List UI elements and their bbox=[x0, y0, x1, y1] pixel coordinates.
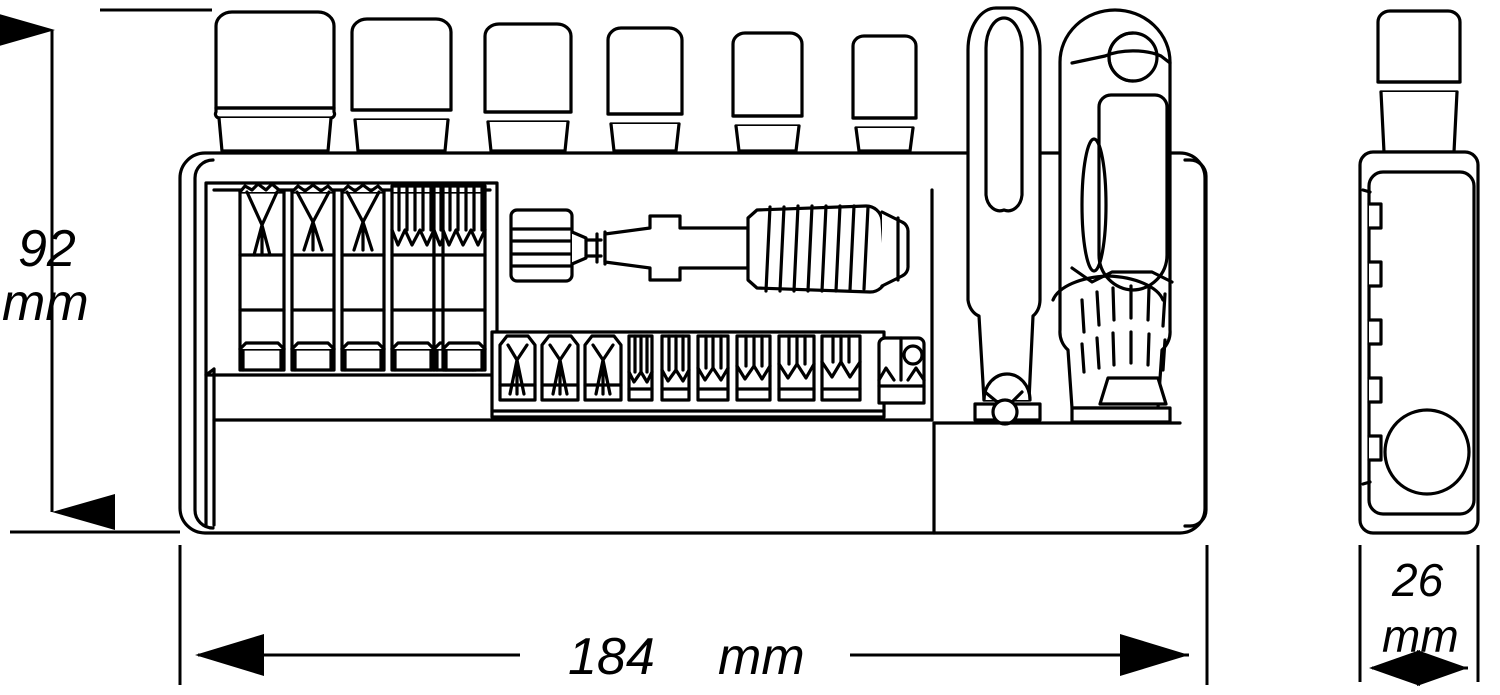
long-bit-6-torx bbox=[441, 184, 487, 372]
short-bit-1-phillips bbox=[498, 334, 537, 402]
dimension-lines bbox=[0, 8, 1480, 686]
depth-dimension-value: 26 bbox=[1391, 554, 1444, 606]
width-dimension-value: 184 bbox=[568, 628, 655, 686]
socket-3 bbox=[483, 22, 573, 153]
socket-6 bbox=[851, 34, 918, 153]
socket-5 bbox=[731, 31, 804, 153]
screwdriver-handle-ratchet bbox=[1051, 8, 1174, 424]
short-bit-9-torx bbox=[820, 334, 862, 402]
socket-4 bbox=[606, 26, 684, 153]
bit-adapter bbox=[877, 336, 926, 405]
short-bit-6-torx bbox=[696, 334, 730, 402]
short-bit-7-torx bbox=[735, 334, 772, 402]
screwdriver-handle-slim bbox=[966, 6, 1042, 426]
socket-1 bbox=[213, 10, 337, 153]
bit-holder-extension bbox=[509, 204, 910, 294]
short-bit-4-torx bbox=[627, 334, 654, 402]
short-bit-8-torx bbox=[777, 334, 816, 402]
long-bit-2-pozidriv bbox=[290, 183, 336, 372]
case-lower-panel bbox=[932, 421, 1182, 535]
socket-2 bbox=[350, 17, 453, 153]
long-bit-1-phillips bbox=[238, 182, 286, 372]
depth-dimension-unit: mm bbox=[1382, 610, 1459, 662]
height-dimension-unit: mm bbox=[2, 274, 89, 332]
long-bit-3-pozidriv bbox=[340, 183, 386, 372]
height-dimension-value: 92 bbox=[18, 220, 76, 278]
side-view bbox=[1358, 9, 1480, 535]
width-dimension-unit: mm bbox=[718, 628, 805, 686]
tray-left-step bbox=[204, 367, 216, 527]
long-bit-4-torx bbox=[390, 184, 436, 372]
short-bit-3-phillips bbox=[583, 334, 623, 402]
short-bit-2-phillips bbox=[540, 334, 580, 402]
short-bit-5-torx bbox=[660, 334, 691, 402]
